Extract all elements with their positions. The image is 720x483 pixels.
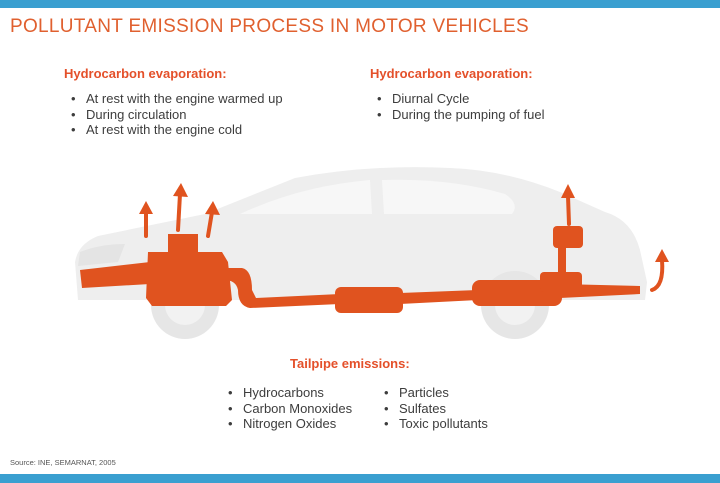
car-headlight <box>78 244 125 266</box>
catalytic-converter <box>335 287 403 313</box>
arrow-head-icon <box>173 183 188 197</box>
arrow-up-icon <box>206 210 214 238</box>
list-item: At rest with the engine warmed up <box>64 91 283 107</box>
top-border-bar <box>0 0 720 8</box>
tailpipe-emissions-column-1: Hydrocarbons Carbon Monoxides Nitrogen O… <box>221 385 352 432</box>
list-item: At rest with the engine cold <box>64 122 283 138</box>
tailpipe-list: Hydrocarbons Carbon Monoxides Nitrogen O… <box>221 385 352 432</box>
emission-arrows <box>144 192 665 292</box>
fuel-tank-evaporation-list: Diurnal Cycle During the pumping of fuel <box>370 91 544 122</box>
arrow-head-icon <box>655 249 669 262</box>
engine-evaporation-heading: Hydrocarbon evaporation: <box>64 66 227 81</box>
list-item: Hydrocarbons <box>221 385 352 401</box>
exhaust-downpipe <box>224 268 340 308</box>
tailpipe-emissions-heading: Tailpipe emissions: <box>290 356 410 371</box>
exhaust-pipe <box>400 290 478 304</box>
tailpipe-list: Particles Sulfates Toxic pollutants <box>377 385 488 432</box>
arrow-up-icon <box>176 192 182 232</box>
emission-system <box>80 226 640 313</box>
arrow-up-icon <box>650 258 665 292</box>
car-window <box>240 180 372 214</box>
fuel-filler-pipe <box>558 246 566 274</box>
page-title: POLLUTANT EMISSION PROCESS IN MOTOR VEHI… <box>10 16 529 37</box>
arrow-head-icon <box>139 201 153 214</box>
fuel-tank <box>540 272 582 292</box>
list-item: Sulfates <box>377 401 488 417</box>
bottom-border-bar <box>0 474 720 483</box>
arrow-head-icon <box>205 201 220 215</box>
fuel-cap-box <box>553 226 583 248</box>
list-item: Toxic pollutants <box>377 416 488 432</box>
fuel-tank-evaporation-heading: Hydrocarbon evaporation: <box>370 66 533 81</box>
car-window <box>382 179 515 214</box>
arrow-head-icon <box>561 184 575 198</box>
tailpipe-emissions-column-2: Particles Sulfates Toxic pollutants <box>377 385 488 432</box>
list-item: During circulation <box>64 107 283 123</box>
engine-evaporation-section: Hydrocarbon evaporation: At rest with th… <box>64 66 283 138</box>
engine-evaporation-list: At rest with the engine warmed up During… <box>64 91 283 138</box>
arrow-up-icon <box>566 194 571 226</box>
list-item: During the pumping of fuel <box>370 107 544 123</box>
muffler <box>472 280 562 306</box>
arrow-heads <box>139 183 669 262</box>
source-citation: Source: INE, SEMARNAT, 2005 <box>10 458 116 467</box>
list-item: Nitrogen Oxides <box>221 416 352 432</box>
list-item: Carbon Monoxides <box>221 401 352 417</box>
list-item: Particles <box>377 385 488 401</box>
tailpipe-emissions-section: Tailpipe emissions: <box>290 356 410 371</box>
fuel-tank-evaporation-section: Hydrocarbon evaporation: Diurnal Cycle D… <box>370 66 544 122</box>
exhaust-manifold <box>80 262 150 288</box>
list-item: Diurnal Cycle <box>370 91 544 107</box>
engine-block <box>146 234 232 306</box>
